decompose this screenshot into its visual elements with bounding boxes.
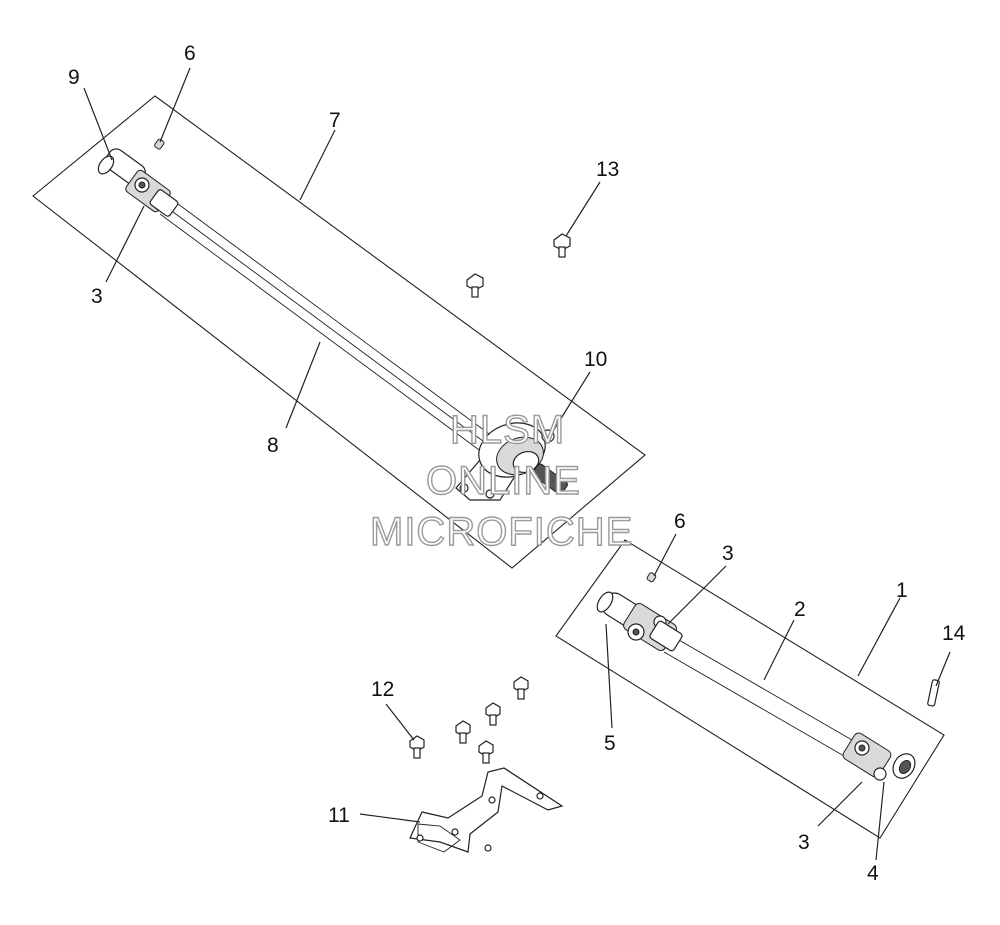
bracket-bolt-d[interactable] — [513, 676, 529, 700]
flange-bolt-a[interactable] — [553, 233, 571, 258]
roll-pin[interactable] — [927, 679, 940, 707]
rear-yoke-assembly[interactable] — [841, 731, 919, 782]
bracket-bolt-c[interactable] — [485, 702, 501, 726]
watermark: HLSM ONLINE MICROFICHE — [369, 407, 633, 554]
front-yoke-assembly[interactable] — [95, 146, 179, 218]
front-driveshaft[interactable] — [159, 197, 501, 459]
callout-11: 11 — [328, 804, 350, 827]
callout-14: 14 — [942, 622, 966, 645]
callout-4: 4 — [867, 862, 879, 885]
callout-12: 13 — [596, 158, 619, 181]
mounting-bracket[interactable] — [409, 767, 564, 853]
front-shaft-frame — [32, 95, 646, 569]
callout-5: 5 — [604, 732, 616, 755]
callout-7: 7 — [329, 109, 341, 132]
callout-6-lower: 6 — [674, 510, 686, 533]
callout-8: 8 — [267, 434, 279, 457]
rear-slip-yoke[interactable] — [594, 589, 683, 652]
watermark-line-1: HLSM — [450, 408, 565, 452]
callout-3-lower: 3 — [798, 831, 810, 854]
callout-2: 2 — [794, 598, 806, 621]
watermark-line-3: MICROFICHE — [370, 510, 633, 554]
callout-10: 10 — [584, 348, 607, 371]
callout-1: 1 — [896, 579, 908, 602]
grease-fitting-lower[interactable] — [646, 572, 657, 583]
bracket-bolt-e[interactable] — [478, 740, 494, 764]
center-bearing[interactable] — [455, 414, 569, 501]
callout-9: 9 — [68, 66, 80, 89]
leader-lines — [83, 67, 951, 861]
rear-shaft-frame — [555, 539, 945, 839]
callout-3-upper: 3 — [91, 285, 103, 308]
callout-13: 12 — [371, 678, 394, 701]
callout-6-upper: 6 — [184, 42, 196, 65]
callout-3-middle: 3 — [722, 542, 734, 565]
callout-labels: 9 6 7 13 3 8 10 6 3 2 1 14 5 3 4 12 11 — [68, 42, 966, 885]
rear-driveshaft[interactable] — [663, 635, 853, 757]
flange-bolt-b[interactable] — [466, 273, 484, 298]
watermark-line-2: ONLINE — [426, 459, 581, 503]
grease-fitting-upper[interactable] — [154, 138, 165, 150]
bracket-bolt-b[interactable] — [455, 720, 471, 744]
bracket-bolt-a[interactable] — [409, 735, 425, 759]
